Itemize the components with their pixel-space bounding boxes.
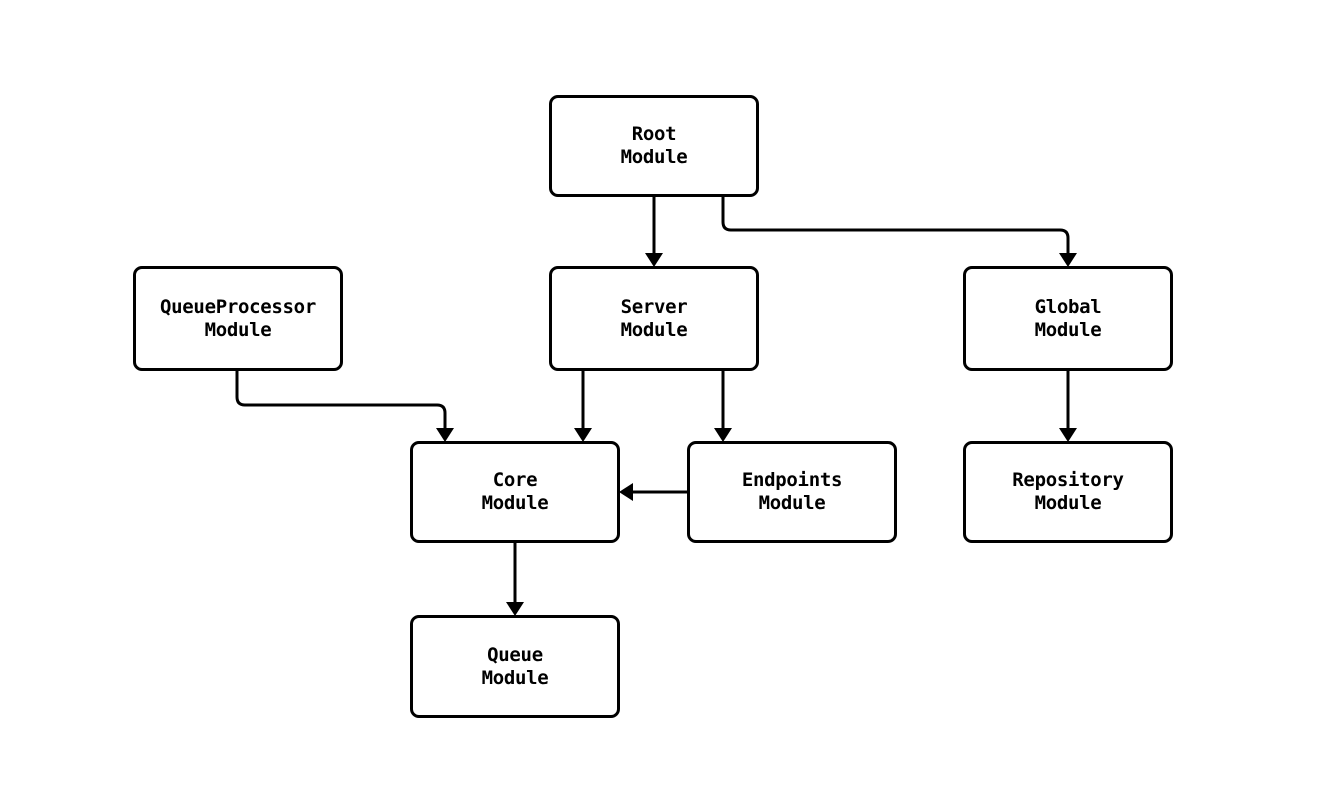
arrowhead-icon	[714, 428, 732, 442]
node-global[interactable]: Global Module	[963, 266, 1173, 371]
node-global-line2: Module	[1034, 318, 1102, 341]
node-core-line2: Module	[481, 492, 549, 514]
edge-server-core	[574, 371, 592, 442]
node-queue-line1: Queue	[487, 643, 543, 666]
node-root-line1: Root	[631, 123, 677, 145]
arrowhead-icon	[574, 428, 592, 442]
node-queue[interactable]: Queue Module	[410, 615, 620, 718]
node-queueprocessor[interactable]: QueueProcessor Module	[133, 266, 343, 371]
node-core-line1: Core	[492, 469, 538, 491]
node-repository[interactable]: Repository Module	[963, 441, 1173, 543]
edge-root-server	[645, 197, 663, 267]
node-repository-line1: Repository	[1012, 469, 1124, 491]
arrowhead-icon	[645, 253, 663, 267]
node-global-line1: Global	[1034, 295, 1102, 318]
arrowhead-icon	[506, 602, 524, 616]
node-core[interactable]: Core Module	[410, 441, 620, 543]
node-endpoints-line2: Module	[758, 492, 826, 514]
arrowhead-icon	[619, 483, 633, 501]
node-queueprocessor-line2: Module	[204, 318, 272, 341]
arrowhead-icon	[436, 428, 454, 442]
edge-endpoints-core	[619, 483, 687, 501]
arrowhead-icon	[1059, 253, 1077, 267]
edge-root-global	[721, 197, 1077, 267]
node-root-line2: Module	[620, 146, 688, 168]
node-server[interactable]: Server Module	[549, 266, 759, 371]
edge-core-queue	[506, 543, 524, 616]
node-endpoints-line1: Endpoints	[741, 469, 843, 491]
node-queueprocessor-line1: QueueProcessor	[160, 295, 316, 318]
edge-queueprocessor-core	[235, 371, 454, 442]
node-endpoints[interactable]: Endpoints Module	[687, 441, 897, 543]
arrowhead-icon	[1059, 428, 1077, 442]
node-repository-line2: Module	[1034, 492, 1102, 514]
node-server-line1: Server	[620, 295, 688, 318]
node-root[interactable]: Root Module	[549, 95, 759, 197]
edge-server-endpoints	[714, 371, 732, 442]
node-server-line2: Module	[620, 318, 688, 341]
edge-global-repository	[1059, 371, 1077, 442]
node-queue-line2: Module	[481, 666, 549, 689]
